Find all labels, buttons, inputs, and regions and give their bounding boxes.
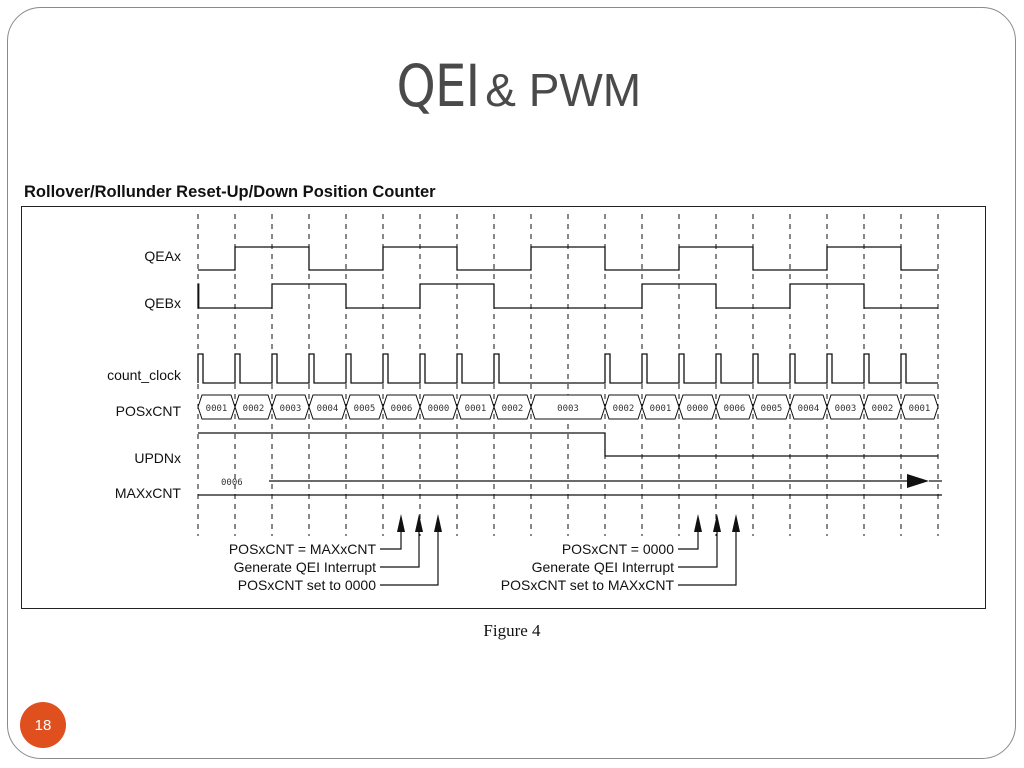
annotation-left-1: POSxCNT = MAXxCNT [229,541,377,557]
poscnt-value: 0004 [798,404,820,414]
title-rest: & PWM [485,64,642,116]
count-clock-wave [197,353,938,384]
leader-left-3 [380,530,439,586]
poscnt-cell [900,394,939,420]
updn-wave [198,432,938,457]
slide-title: QEI& PWM [0,52,1024,120]
maxcnt-label: MAXxCNT [115,485,182,501]
event-arrows [397,514,740,532]
poscnt-value: 0002 [613,404,635,414]
poscnt-value: 0002 [243,404,265,414]
annotation-left-3: POSxCNT set to 0000 [238,577,376,593]
poscnt-value: 0003 [280,404,302,414]
qea-wave [198,246,938,271]
event-arrow-head [713,514,721,532]
count-clock-label: count_clock [107,367,182,383]
poscnt-label: POSxCNT [116,403,182,419]
poscnt-value: 0001 [465,404,487,414]
annotation-right-2: Generate QEI Interrupt [532,559,675,575]
leader-left-2 [380,530,420,568]
poscnt-value: 0004 [317,404,339,414]
poscnt-value: 0005 [761,404,783,414]
poscnt-value: 0006 [724,404,746,414]
poscnt-value: 0002 [872,404,894,414]
annotation-right-1: POSxCNT = 0000 [562,541,674,557]
poscnt-value: 0000 [687,404,709,414]
waveforms [197,246,938,457]
maxcnt-arrow [907,474,929,488]
event-arrow-head [732,514,740,532]
event-arrow-head [415,514,423,532]
annotation-leaders [380,530,737,586]
poscnt-value: 0001 [909,404,931,414]
timing-diagram: QEAx QEBx count_clock POSxCNT UPDNx MAXx… [107,214,942,593]
poscnt-bus: 0001 0002 0003 0004 0005 0006 0000 0001 0002 0003… [197,394,939,420]
page-number-badge: 18 [20,702,66,748]
annotation-right-3: POSxCNT set to MAXxCNT [501,577,675,593]
qeb-wave [197,283,938,309]
poscnt-value: 0001 [206,404,228,414]
poscnt-value: 0000 [428,404,450,414]
updn-label: UPDNx [134,450,181,466]
poscnt-value: 0001 [650,404,672,414]
poscnt-value: 0006 [391,404,413,414]
annotations: POSxCNT = MAXxCNT Generate QEI Interrupt… [229,541,675,593]
event-arrow-head [694,514,702,532]
qea-label: QEAx [144,248,181,264]
leader-right-2 [678,530,718,568]
signal-labels: QEAx QEBx count_clock POSxCNT UPDNx MAXx… [107,248,182,501]
poscnt-value: 0005 [354,404,376,414]
leader-right-3 [678,530,737,586]
qeb-label: QEBx [144,295,181,311]
maxcnt-value: 0006 [221,478,243,488]
leader-left-1 [380,530,402,550]
figure-caption: Figure 4 [483,621,541,640]
poscnt-value: 0002 [502,404,524,414]
poscnt-value: 0003 [835,404,857,414]
poscnt-value: 0003 [557,404,579,414]
event-arrow-head [434,514,442,532]
event-arrow-head [397,514,405,532]
title-main: QEI [396,52,480,120]
maxcnt-bus: 0006 [198,474,942,496]
figure-box [21,206,986,609]
annotation-left-2: Generate QEI Interrupt [234,559,377,575]
leader-right-1 [678,530,699,550]
figure-heading: Rollover/Rollunder Reset-Up/Down Positio… [24,183,436,201]
